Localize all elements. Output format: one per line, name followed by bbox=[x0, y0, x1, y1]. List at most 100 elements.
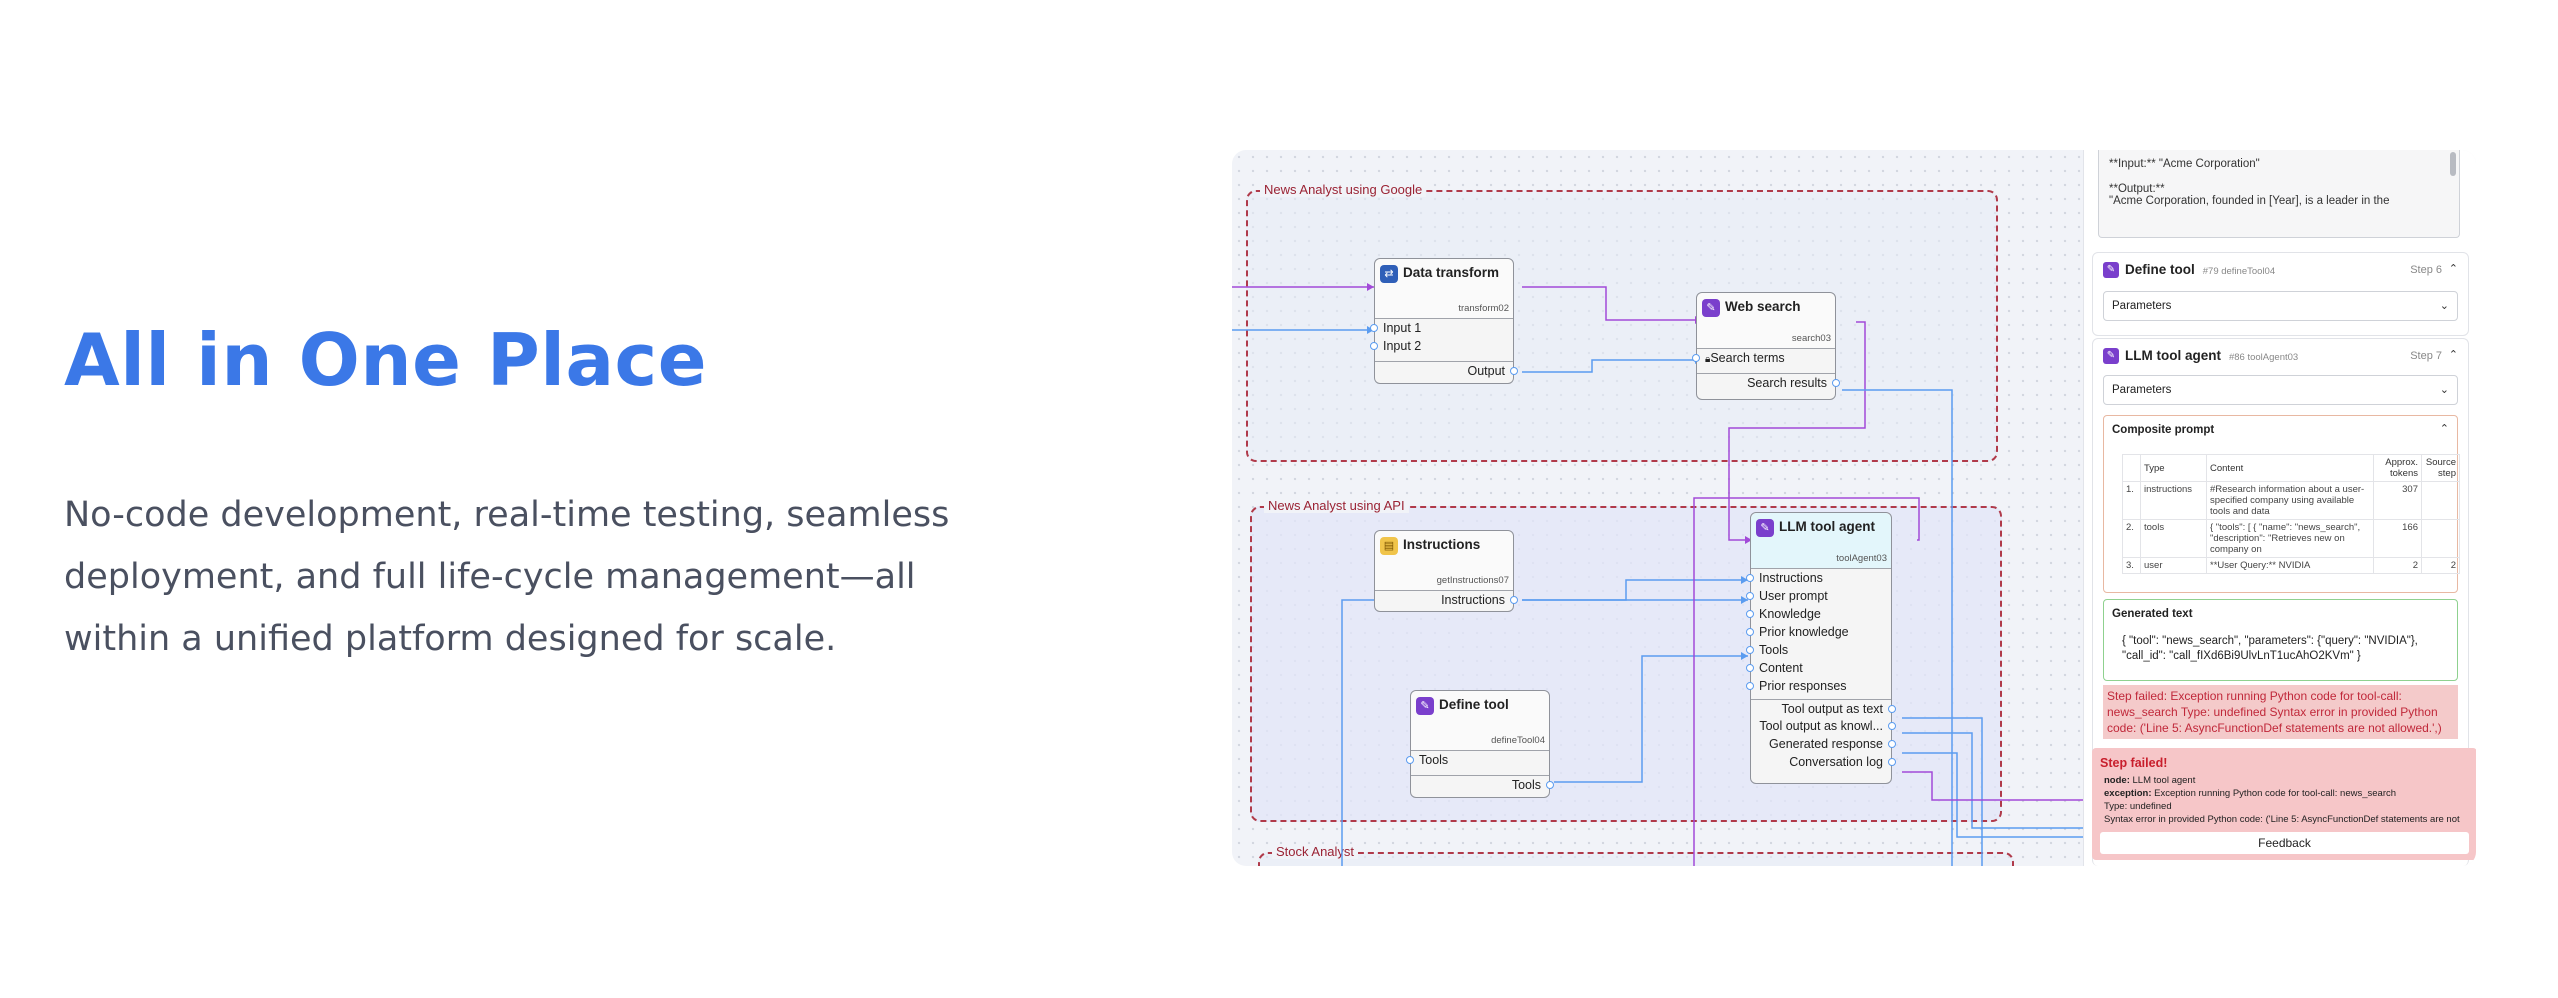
hero-description-line: deployment, and full life-cycle manageme… bbox=[64, 557, 916, 597]
port-label: Output bbox=[1467, 364, 1505, 378]
document-icon: ▤ bbox=[1380, 537, 1398, 555]
input-port-row[interactable]: Input 2 bbox=[1370, 337, 1513, 355]
wrench-icon: ✎ bbox=[1702, 299, 1720, 317]
output-port-row[interactable]: Instructions bbox=[1375, 591, 1518, 609]
output-port-row[interactable]: Output bbox=[1375, 361, 1518, 379]
wrench-icon: ✎ bbox=[2103, 348, 2119, 364]
output-port[interactable] bbox=[1546, 781, 1554, 789]
table-row[interactable]: 2. tools { "tools": [ { "name": "news_se… bbox=[2122, 519, 2460, 558]
step-header[interactable]: ✎ LLM tool agent#86 toolAgent03 Step 7 ⌃ bbox=[2103, 345, 2458, 369]
group-stock-analyst[interactable]: Stock Analyst bbox=[1258, 844, 2014, 866]
output-port-row[interactable]: Generated response bbox=[1751, 735, 1896, 753]
input-port-row[interactable]: Tools bbox=[1406, 751, 1549, 769]
composite-prompt[interactable]: Composite prompt ⌃ Type Content Approx. … bbox=[2103, 415, 2460, 593]
input-port[interactable] bbox=[1692, 354, 1700, 362]
input-port[interactable] bbox=[1746, 664, 1754, 672]
row-tokens: 307 bbox=[2373, 481, 2422, 520]
column-header: Approx. tokens bbox=[2373, 454, 2422, 482]
port-label: Knowledge bbox=[1759, 607, 1821, 621]
feedback-button[interactable]: Feedback bbox=[2100, 832, 2469, 854]
node-llm-tool-agent[interactable]: ✎ LLM tool agent toolAgent03 Instruction… bbox=[1746, 512, 1896, 784]
node-header: ✎ Web search search03 bbox=[1697, 293, 1835, 349]
input-port-row[interactable]: Knowledge bbox=[1746, 605, 1891, 623]
node-data-transform[interactable]: ⇄ Data transform transform02 Input 1 Inp… bbox=[1370, 258, 1518, 384]
hero-description-line: within a unified platform designed for s… bbox=[64, 619, 837, 659]
input-port[interactable] bbox=[1746, 628, 1754, 636]
generated-text-box[interactable]: Generated text { "tool": "news_search", … bbox=[2103, 599, 2458, 681]
parameters-dropdown[interactable]: Parameters ⌄ bbox=[2103, 291, 2458, 321]
input-port[interactable] bbox=[1370, 342, 1378, 350]
input-port[interactable] bbox=[1746, 592, 1754, 600]
output-port[interactable] bbox=[1888, 722, 1896, 730]
port-label: Tool output as knowl... bbox=[1759, 719, 1883, 733]
input-port-row[interactable]: Prior knowledge bbox=[1746, 623, 1891, 641]
generated-text-content: { "tool": "news_search", "parameters": {… bbox=[2122, 635, 2418, 662]
step-card-define-tool[interactable]: ✎ Define tool#79 defineTool04 Step 6 ⌃ P… bbox=[2092, 252, 2469, 336]
input-port[interactable] bbox=[1370, 324, 1378, 332]
output-port-row[interactable]: Conversation log bbox=[1751, 753, 1896, 771]
output-port-row[interactable]: Tool output as text bbox=[1751, 699, 1896, 717]
step-id: #86 toolAgent03 bbox=[2228, 352, 2299, 363]
step-failed-title: Step failed! bbox=[2100, 756, 2168, 770]
output-port[interactable] bbox=[1888, 740, 1896, 748]
output-port-row[interactable]: Tools bbox=[1411, 775, 1554, 793]
output-port-row[interactable]: Tool output as knowl... bbox=[1751, 717, 1896, 735]
input-port-row[interactable]: Content bbox=[1746, 659, 1891, 677]
generated-text-title: Generated text bbox=[2112, 608, 2193, 620]
output-text: "Acme Corporation, founded in [Year], is… bbox=[2109, 195, 2390, 207]
node-define-tool[interactable]: ✎ Define tool defineTool04 Tools Tools bbox=[1406, 690, 1554, 798]
parameters-dropdown[interactable]: Parameters ⌄ bbox=[2103, 375, 2458, 405]
step-failed-alert[interactable]: Step failed! node: LLM tool agent except… bbox=[2092, 748, 2476, 860]
row-index: 3. bbox=[2122, 557, 2141, 574]
workflow-screenshot: News Analyst using Google News Analyst u… bbox=[1232, 150, 2476, 866]
input-port-row[interactable]: Instructions bbox=[1746, 569, 1891, 587]
parameters-label: Parameters bbox=[2112, 384, 2172, 396]
step-name: Define tool#79 defineTool04 bbox=[2125, 262, 2276, 277]
group-label: News Analyst using Google bbox=[1260, 182, 1427, 197]
hero-description: No-code development, real-time testing, … bbox=[64, 484, 1024, 670]
node-web-search[interactable]: ✎ Web search search03 🔒︎Search terms Sea… bbox=[1692, 292, 1840, 400]
group-label: News Analyst using API bbox=[1264, 498, 1409, 513]
row-content: #Research information about a user-speci… bbox=[2206, 481, 2374, 520]
wrench-icon: ✎ bbox=[1756, 519, 1774, 537]
scrollbar[interactable] bbox=[2450, 152, 2456, 176]
output-text: **Output:** bbox=[2109, 183, 2165, 195]
input-port-row[interactable]: Input 1 bbox=[1370, 319, 1513, 337]
input-port[interactable] bbox=[1746, 610, 1754, 618]
node-id: search03 bbox=[1791, 333, 1831, 344]
input-port-row[interactable]: Tools bbox=[1746, 641, 1891, 659]
row-content: **User Query:** NVIDIA bbox=[2206, 557, 2374, 574]
node-title: LLM tool agent bbox=[1779, 519, 1875, 534]
input-port[interactable] bbox=[1746, 574, 1754, 582]
output-port[interactable] bbox=[1510, 596, 1518, 604]
node-header: ⇄ Data transform transform02 bbox=[1375, 259, 1513, 319]
output-port[interactable] bbox=[1510, 367, 1518, 375]
node-instructions[interactable]: ▤ Instructions getInstructions07 Instruc… bbox=[1374, 530, 1518, 612]
input-port-row[interactable]: User prompt bbox=[1746, 587, 1891, 605]
chevron-up-icon[interactable]: ⌃ bbox=[2448, 349, 2458, 361]
output-port[interactable] bbox=[1888, 758, 1896, 766]
chevron-up-icon[interactable]: ⌃ bbox=[2448, 263, 2458, 275]
wrench-icon: ✎ bbox=[2103, 262, 2119, 278]
output-port[interactable] bbox=[1832, 379, 1840, 387]
output-port-row[interactable]: Search results bbox=[1697, 373, 1840, 391]
input-port-row[interactable]: Prior responses bbox=[1746, 677, 1891, 695]
previous-output-box[interactable]: **Input:** "Acme Corporation" **Output:*… bbox=[2098, 150, 2460, 238]
row-index: 1. bbox=[2122, 481, 2141, 520]
step-header[interactable]: ✎ Define tool#79 defineTool04 Step 6 ⌃ bbox=[2103, 259, 2458, 283]
table-row[interactable]: 1. instructions #Research information ab… bbox=[2122, 481, 2460, 520]
node-title: Instructions bbox=[1403, 537, 1481, 552]
chevron-up-icon[interactable]: ⌃ bbox=[2439, 423, 2449, 435]
port-label: Prior knowledge bbox=[1759, 625, 1849, 639]
input-port[interactable] bbox=[1406, 756, 1414, 764]
input-port[interactable] bbox=[1746, 646, 1754, 654]
step-name: LLM tool agent#86 toolAgent03 bbox=[2125, 348, 2299, 363]
row-index: 2. bbox=[2122, 519, 2141, 558]
table-row[interactable]: 3. user **User Query:** NVIDIA 2 2 bbox=[2122, 557, 2460, 574]
input-port[interactable] bbox=[1746, 682, 1754, 690]
input-port-row[interactable]: 🔒︎Search terms bbox=[1692, 349, 1835, 367]
run-panel[interactable]: **Input:** "Acme Corporation" **Output:*… bbox=[2083, 150, 2476, 866]
node-id: defineTool04 bbox=[1491, 735, 1545, 746]
output-text: **Input:** "Acme Corporation" bbox=[2109, 158, 2260, 170]
output-port[interactable] bbox=[1888, 705, 1896, 713]
